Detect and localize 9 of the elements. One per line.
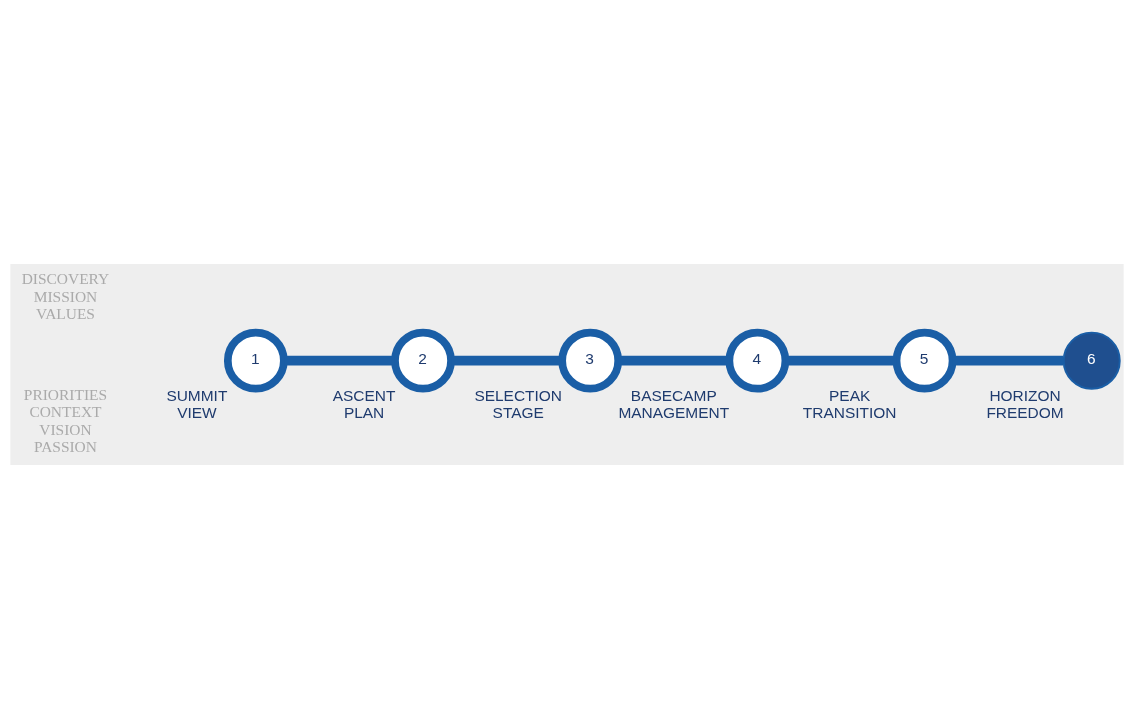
label: DISCOVERY MISSION VALUES (21, 269, 110, 322)
node-label: HORIZON FREEDOM (986, 386, 1064, 421)
connector (451, 355, 562, 365)
node-circle: 5 (892, 328, 957, 393)
node-circle: 6 (1062, 331, 1121, 390)
connector (284, 355, 395, 365)
label: PRIORITIES CONTEXT VISION PASSION (23, 385, 108, 455)
connector (785, 355, 897, 365)
node-circle: 4 (725, 328, 790, 393)
